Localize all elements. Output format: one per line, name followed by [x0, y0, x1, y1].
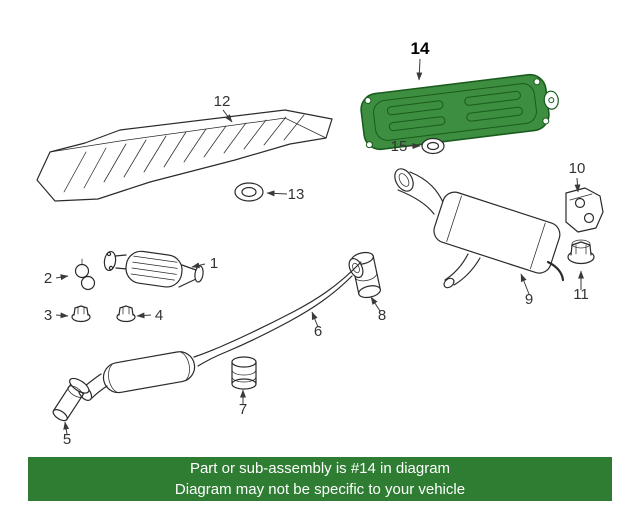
callout-9-label: 9: [525, 291, 533, 308]
callout-7-label: 7: [239, 401, 247, 418]
part-11-flange-nut: [567, 239, 595, 265]
part-13-gasket-ring: [234, 182, 264, 202]
highlight-banner: Part or sub-assembly is #14 in diagram D…: [28, 457, 612, 501]
part-6-center-pipe: [77, 257, 364, 401]
callout-5-label: 5: [63, 431, 71, 448]
callout-10-leader: [574, 177, 581, 193]
callout-3-label: 3: [44, 307, 52, 324]
part-7-clamp: [231, 356, 257, 390]
callout-3-leader: [55, 312, 69, 319]
callout-12-leader: [222, 109, 233, 123]
callout-14-label: 14: [411, 39, 430, 58]
part-15-gasket-ring: [421, 137, 445, 155]
part-12-front-heat-shield: [36, 109, 333, 202]
callout-1-leader: [191, 262, 206, 269]
callout-10-label: 10: [569, 160, 586, 177]
callout-14-leader: [416, 58, 423, 81]
callout-15-label: 15: [391, 138, 408, 155]
part-5-front-pipe: [52, 377, 90, 422]
callout-6-leader: [311, 311, 319, 328]
callout-13-label: 13: [288, 186, 305, 203]
callout-2-leader: [55, 274, 69, 281]
callout-11-label: 11: [573, 286, 589, 303]
part-10-hanger-bracket: [565, 187, 604, 233]
part-2-hanger-insulator: [74, 258, 96, 291]
callout-2-label: 2: [44, 270, 52, 287]
callout-1-label: 1: [210, 255, 218, 272]
part-1-catalytic-converter: [103, 250, 204, 288]
part-3-flange-nut: [71, 305, 91, 323]
callout-8-label: 8: [378, 307, 386, 324]
callout-4-label: 4: [155, 307, 163, 324]
callout-9-leader: [520, 273, 530, 295]
callout-5-leader: [63, 421, 70, 435]
callout-6-label: 6: [314, 323, 322, 340]
callout-4-leader: [136, 312, 152, 319]
part-4-flange-nut: [116, 305, 136, 323]
banner-line-1: Part or sub-assembly is #14 in diagram: [189, 460, 451, 477]
exhaust-parts-diagram: 1 2 3 4 5 6 7 8 9 10 11 12 13 14 15: [36, 39, 604, 448]
callout-12-label: 12: [214, 93, 231, 110]
banner-line-2: Diagram may not be specific to your vehi…: [174, 481, 466, 498]
part-14-highlighted-heat-shield: [360, 73, 559, 151]
callout-8-leader: [370, 296, 381, 312]
callout-13-leader: [266, 190, 288, 197]
part-9-rear-muffler: [394, 168, 565, 289]
